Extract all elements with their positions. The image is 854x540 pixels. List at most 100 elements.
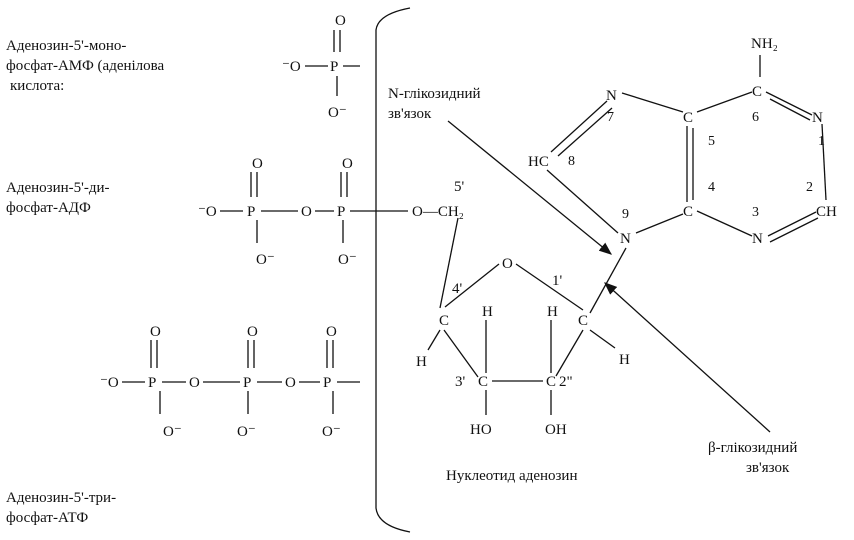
amp-name: Аденозин-5'-моно- фосфат-АМФ (аденілова … — [6, 36, 164, 96]
atp-p-3: P — [323, 375, 331, 391]
locant-2: 2 — [806, 180, 813, 195]
atp-o-bottom-1: O⁻ — [163, 424, 182, 440]
c2-carbon: C — [546, 374, 556, 390]
adp-o-left: ⁻O — [198, 204, 217, 220]
n1: N — [812, 110, 823, 126]
h-c2: H — [547, 304, 558, 320]
bond-c5-c4 — [439, 217, 459, 309]
locant-5prime: 5' — [454, 179, 465, 195]
bond-c4-c3 — [443, 329, 479, 378]
locant-1prime: 1' — [552, 273, 563, 289]
locant-3prime: 3' — [455, 374, 466, 390]
beta-glycosidic-line-2: зв'язок — [746, 460, 790, 476]
hc8: HC — [528, 154, 549, 170]
n-glycosidic-arrow — [447, 120, 613, 255]
n7: N — [606, 88, 617, 104]
c5: C — [683, 110, 693, 126]
amp-name-line-3: кислота: — [10, 78, 65, 94]
h-c3: H — [482, 304, 493, 320]
locant-1: 1 — [818, 134, 825, 149]
adp-name: Аденозин-5'-ди- фосфат-АДФ — [6, 178, 109, 218]
c4-carbon: C — [439, 313, 449, 329]
atp-name-line-2: фосфат-АТФ — [6, 510, 89, 526]
atp-name-line-1: Аденозин-5'-три- — [6, 490, 117, 506]
adp-o-top-2: O — [342, 156, 353, 172]
beta-glycosidic-arrow — [604, 282, 771, 433]
h-c4: H — [416, 354, 427, 370]
amp-name-line-1: Аденозин-5'-моно- — [6, 38, 127, 54]
c6: C — [752, 84, 762, 100]
bond-c4-o — [444, 263, 500, 308]
ribose-ring: 5' 4' O 1' C C C C 3' 2" H H H H HO OH — [416, 179, 630, 438]
bond-c5-c6 — [696, 91, 753, 113]
atp-name: Аденозин-5'-три- фосфат-АТФ — [6, 488, 116, 528]
c3-carbon: C — [478, 374, 488, 390]
amp-phosphate: O ⁻O P O⁻ — [282, 13, 360, 121]
locant-9: 9 — [622, 207, 629, 222]
atp-o-top-1: O — [150, 324, 161, 340]
bond-n3-c2-b — [769, 217, 819, 243]
atp-o-left: ⁻O — [100, 375, 119, 391]
adp-o-bridge: O — [301, 204, 312, 220]
ho-c3: HO — [470, 422, 492, 438]
amp-o-bottom: O⁻ — [328, 105, 347, 121]
adp-name-line-1: Аденозин-5'-ди- — [6, 180, 110, 196]
n-glycosidic-line-2: зв'язок — [388, 106, 432, 122]
adp-p-1: P — [247, 204, 255, 220]
atp-o-top-2: O — [247, 324, 258, 340]
beta-glycosidic-label: β-глікозидний зв'язок — [708, 438, 797, 478]
atp-p-2: P — [243, 375, 251, 391]
atp-p-1: P — [148, 375, 156, 391]
atp-o-bottom-2: O⁻ — [237, 424, 256, 440]
c1-carbon: C — [578, 313, 588, 329]
n-glycosidic-label: N-глікозидний зв'язок — [388, 84, 481, 124]
locant-3: 3 — [752, 205, 759, 220]
ribose-o: O — [502, 256, 513, 272]
amp-name-line-2: фосфат-АМФ (аденілова — [6, 58, 165, 74]
locant-6: 6 — [752, 110, 759, 125]
locant-8: 8 — [568, 154, 575, 169]
o-ch2-5prime: O—CH₂ — [412, 204, 464, 220]
locant-7: 7 — [607, 110, 614, 125]
adp-o-bottom-1: O⁻ — [256, 252, 275, 268]
locant-4: 4 — [708, 180, 715, 195]
c4: C — [683, 204, 693, 220]
oh-c2: OH — [545, 422, 567, 438]
n-glycosidic-line-1: N-глікозидний — [388, 86, 481, 102]
bond-n7-c8-a — [550, 100, 608, 153]
bond-c4-h — [427, 329, 441, 351]
amp-o-top: O — [335, 13, 346, 29]
atp-o-bridge-2: O — [285, 375, 296, 391]
bond-n3-c2-a — [767, 211, 817, 237]
nh2: NH₂ — [751, 36, 778, 52]
adenine-base: NH₂ N C C N HC C N N CH 7 8 9 5 4 6 3 1 … — [528, 36, 837, 247]
bond-c1-h — [589, 329, 616, 349]
bond-c4-n3 — [696, 210, 753, 237]
adp-name-line-2: фосфат-АДФ — [6, 200, 91, 216]
locant-4prime: 4' — [452, 281, 463, 297]
bond-c2-c1 — [555, 329, 584, 377]
atp-o-top-3: O — [326, 324, 337, 340]
adp-o-top-1: O — [252, 156, 263, 172]
bond-n9-c4 — [635, 213, 684, 234]
bond-n7-c5 — [621, 92, 684, 113]
bond-c8-n9 — [546, 169, 619, 234]
bond-c6-n1-a — [765, 91, 813, 116]
glycosidic-bond — [589, 247, 627, 314]
bond-c6-n1-b — [769, 98, 811, 121]
adp-o-bottom-2: O⁻ — [338, 252, 357, 268]
adp-p-2: P — [337, 204, 345, 220]
atp-phosphates: O O O ⁻O P O P O P O⁻ O⁻ O⁻ — [100, 324, 360, 440]
adp-phosphates: O O ⁻O P O P O—CH₂ O⁻ O⁻ — [198, 156, 464, 268]
beta-glycosidic-line-1: β-глікозидний — [708, 440, 798, 456]
locant-2prime: 2" — [559, 374, 573, 390]
amp-o-left: ⁻O — [282, 59, 301, 75]
nucleotide-label: Нуклеотид аденозин — [446, 468, 578, 484]
nucleotide-bracket — [375, 7, 411, 533]
locant-5: 5 — [708, 134, 715, 149]
atp-o-bridge-1: O — [189, 375, 200, 391]
n9: N — [620, 231, 631, 247]
bond-n7-c8-b — [557, 107, 613, 157]
h-c1: H — [619, 352, 630, 368]
